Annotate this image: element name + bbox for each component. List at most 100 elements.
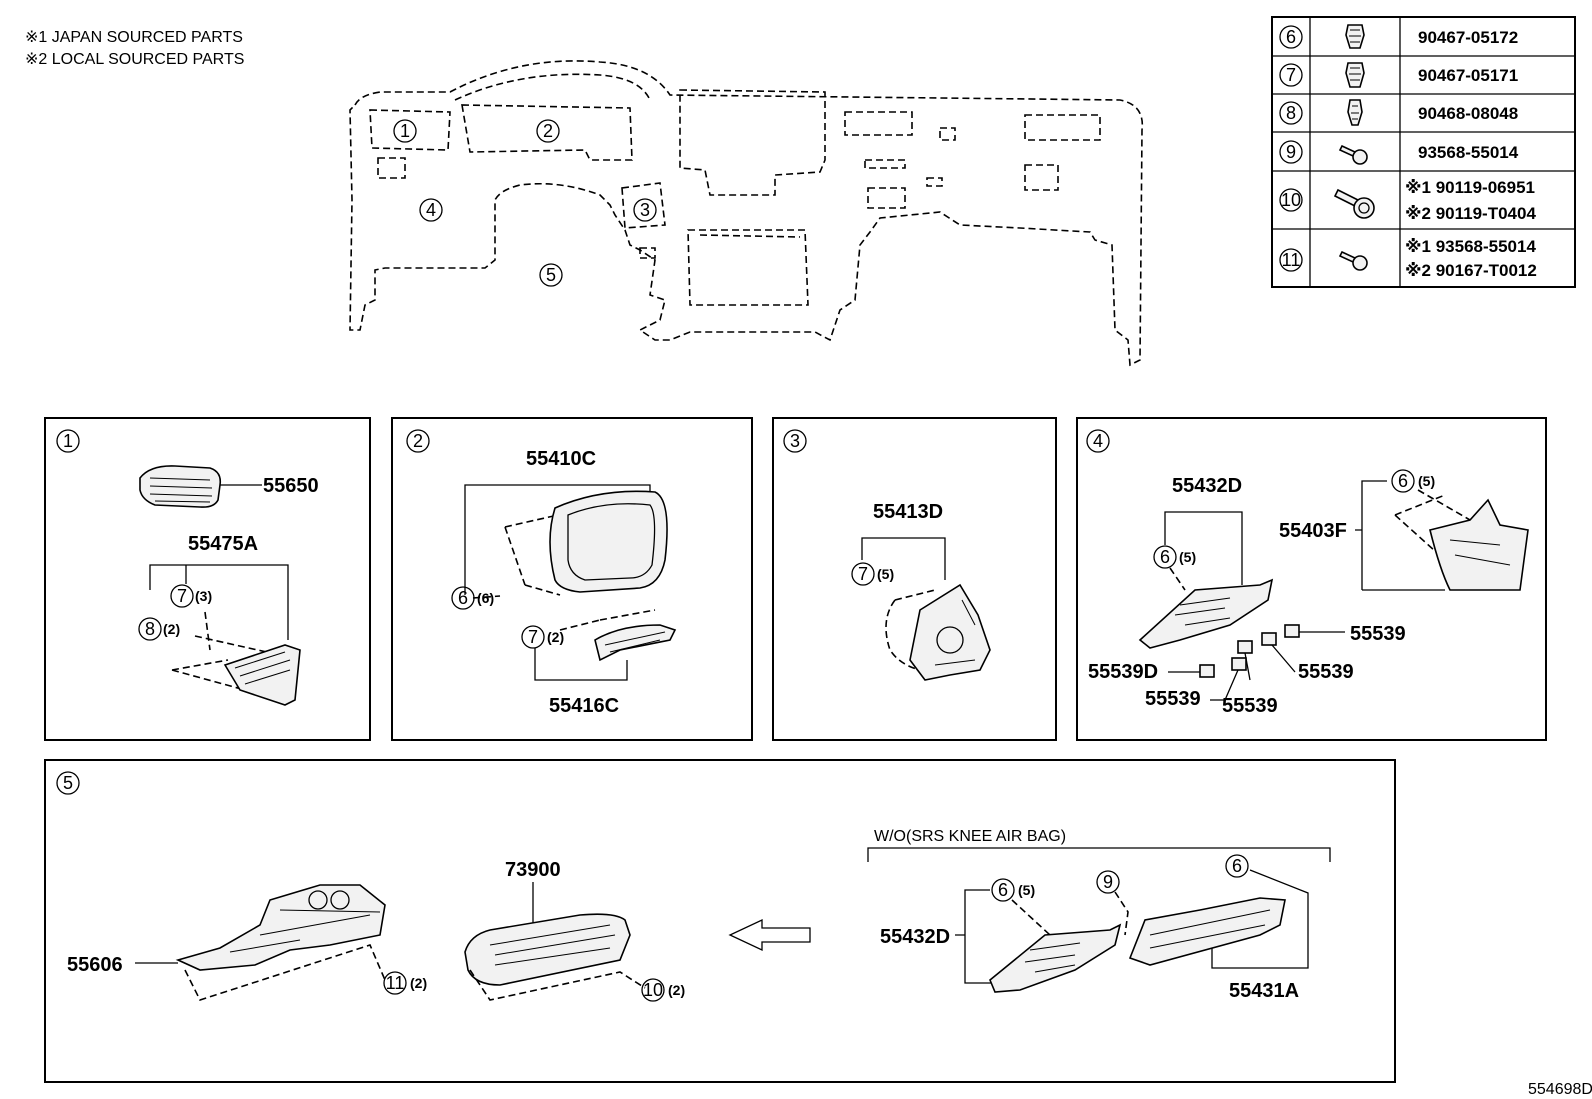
svg-text:6: 6 [1398, 471, 1408, 491]
svg-text:※1 93568-55014: ※1 93568-55014 [1405, 237, 1536, 256]
part-number: 55606 [67, 954, 123, 976]
overview-region-4: 4 [419, 198, 443, 222]
screw-icon [1338, 250, 1368, 271]
panel-label: 1 [63, 431, 73, 451]
part-number: 73900 [505, 859, 561, 881]
svg-text:4: 4 [426, 200, 436, 220]
glove-box-part [1128, 897, 1286, 966]
part-number: 55539 [1298, 661, 1354, 683]
part-number: 55650 [263, 475, 319, 497]
svg-text:(2): (2) [668, 982, 685, 998]
svg-text:11: 11 [1282, 250, 1301, 270]
panel-4: 4 55432D 6 (5) 6 (5) 55403F 55539 55539 … [1076, 417, 1547, 741]
overview-region-5: 5 [539, 263, 563, 287]
svg-text:6: 6 [1232, 856, 1242, 876]
table-row: 7 90467-05171 [1279, 62, 1518, 88]
part-number: 55403F [1279, 520, 1347, 542]
meter-hood-part [549, 490, 668, 593]
svg-text:5: 5 [546, 265, 556, 285]
panel-3: 3 55413D 7 (5) [772, 417, 1057, 741]
clip-part [1261, 632, 1277, 646]
svg-text:2: 2 [543, 121, 553, 141]
fastener-table: 6 90467-05172 7 90467-05171 8 90468-0804… [1271, 16, 1576, 288]
under-cover-part [175, 884, 386, 971]
svg-text:6: 6 [998, 880, 1008, 900]
part-number: 55539 [1222, 695, 1278, 717]
side-cover-part [1429, 498, 1529, 591]
svg-text:8: 8 [145, 619, 155, 639]
note-japan-sourced: ※1 JAPAN SOURCED PARTS [25, 29, 243, 46]
svg-text:(5): (5) [877, 566, 894, 582]
svg-text:10: 10 [643, 980, 663, 1000]
part-number: 55475A [188, 533, 258, 555]
part-number: 55539 [1145, 688, 1201, 710]
svg-text:8: 8 [1286, 103, 1296, 123]
svg-text:※2 90167-T0012: ※2 90167-T0012 [1405, 261, 1537, 280]
table-row: 8 90468-08048 [1279, 99, 1518, 126]
svg-text:(2): (2) [410, 975, 427, 991]
part-number: 55539D [1088, 661, 1158, 683]
svg-text:7: 7 [1286, 65, 1296, 85]
clip-part [1284, 624, 1300, 638]
column-cover-part [909, 583, 991, 681]
panel-label: 4 [1093, 431, 1103, 451]
overview-region-3: 3 [633, 198, 657, 222]
part-number: 55432D [1172, 475, 1242, 497]
overview-region-1: 1 [393, 119, 417, 143]
screw-icon [1338, 144, 1368, 165]
lower-panel-part [1138, 578, 1274, 649]
svg-text:※1 90119-06951: ※1 90119-06951 [1405, 178, 1535, 197]
panel-label: 5 [63, 773, 73, 793]
part-number: 55431A [1229, 980, 1299, 1002]
table-row: 9 93568-55014 [1279, 140, 1519, 165]
part-number: 55410C [526, 448, 596, 470]
svg-text:(2): (2) [163, 621, 180, 637]
svg-text:7: 7 [528, 627, 538, 647]
table-row: 11 ※1 93568-55014 ※2 90167-T0012 [1279, 237, 1537, 280]
clip-part [1237, 640, 1253, 654]
air-vent-part [139, 465, 222, 508]
part-number: 55413D [873, 501, 943, 523]
svg-text:6: 6 [458, 588, 468, 608]
table-row: 10 ※1 90119-06951 ※2 90119-T0404 [1279, 178, 1536, 223]
svg-text:(3): (3) [195, 588, 212, 604]
overview-region-2: 2 [536, 119, 560, 143]
svg-text:6: 6 [1286, 27, 1296, 47]
note-local-sourced: ※2 LOCAL SOURCED PARTS [25, 51, 244, 68]
panel-2: 2 55410C 6 (6) 7 (2) 55416C [391, 417, 753, 741]
panel-5: 5 55606 11 (2) 73900 10 (2) W/O(SRS KNEE… [44, 759, 1396, 1083]
svg-text:11: 11 [386, 973, 405, 993]
svg-text:90467-05171: 90467-05171 [1418, 66, 1518, 85]
overview-dashboard: 1 2 3 4 5 [349, 60, 1144, 367]
part-number: 55416C [549, 695, 619, 717]
svg-text:(5): (5) [1179, 549, 1196, 565]
clip-part [1231, 657, 1247, 671]
part-number: 55432D [880, 926, 950, 948]
panel-label: 2 [413, 431, 423, 451]
svg-text:(6): (6) [477, 590, 494, 606]
meter-cover-part [594, 624, 677, 662]
svg-text:93568-55014: 93568-55014 [1418, 143, 1519, 162]
clip-icon [1345, 62, 1365, 88]
vent-bracket-part [223, 644, 301, 706]
svg-text:90467-05172: 90467-05172 [1418, 28, 1518, 47]
bolt-icon [1333, 188, 1375, 219]
svg-text:10: 10 [1281, 190, 1301, 210]
svg-text:(5): (5) [1018, 882, 1035, 898]
knee-airbag-part [464, 913, 631, 986]
table-row: 6 90467-05172 [1279, 24, 1518, 49]
svg-text:1: 1 [400, 121, 410, 141]
condition-label: W/O(SRS KNEE AIR BAG) [874, 828, 1066, 845]
panel-label: 3 [790, 431, 800, 451]
lower-panel-part [989, 923, 1122, 993]
part-number: 55539 [1350, 623, 1406, 645]
panel-1: 1 55650 55475A 7 (3) 8 (2) [44, 417, 371, 741]
svg-text:9: 9 [1103, 872, 1113, 892]
svg-text:7: 7 [177, 586, 187, 606]
svg-text:9: 9 [1286, 142, 1296, 162]
svg-text:6: 6 [1160, 547, 1170, 567]
diagram-id: 554698D [1528, 1081, 1592, 1098]
clip-part [1199, 664, 1215, 678]
arrow-left-icon [728, 918, 811, 952]
